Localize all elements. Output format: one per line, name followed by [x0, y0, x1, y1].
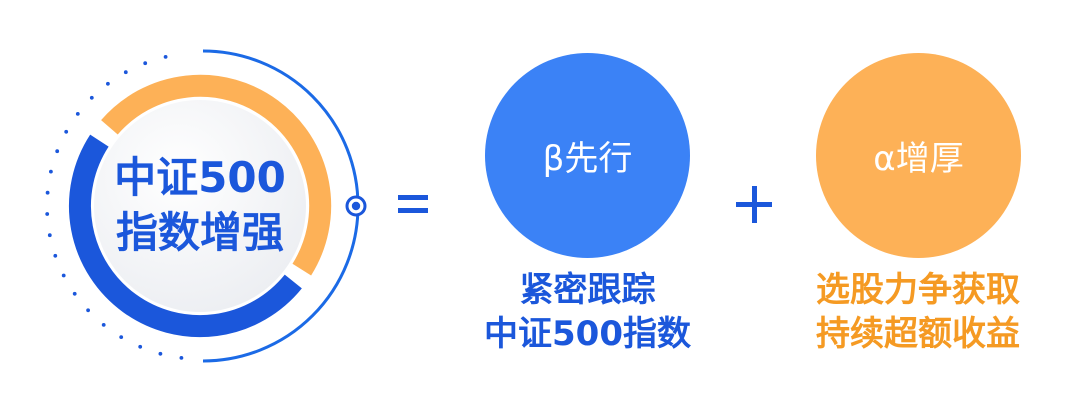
orange-ring-arc [101, 74, 332, 276]
index-badge-graphic [45, 49, 367, 363]
alpha-caption: 选股力争获取 持续超额收益 [790, 268, 1046, 356]
alpha-bubble-label: α增厚 [873, 139, 964, 179]
blue-ring-arc [69, 134, 302, 338]
badge-title-line1: 中证500 [114, 153, 286, 202]
beta-bubble: β先行 [485, 53, 690, 258]
alpha-bubble: α增厚 [816, 53, 1021, 258]
badge-disc [94, 100, 306, 312]
arc-marker-icon [345, 195, 367, 217]
badge-title: 中证500 指数增强 [90, 150, 310, 260]
beta-caption-line1: 紧密跟踪 [519, 270, 656, 310]
beta-bubble-label: β先行 [542, 139, 633, 179]
alpha-caption-line1: 选股力争获取 [816, 270, 1020, 310]
badge-title-line2: 指数增强 [115, 208, 284, 257]
beta-caption-line2: 中证500指数 [484, 314, 691, 354]
alpha-caption-line2: 持续超额收益 [816, 314, 1020, 354]
dotted-arc [45, 55, 184, 360]
beta-caption: 紧密跟踪 中证500指数 [460, 268, 715, 356]
